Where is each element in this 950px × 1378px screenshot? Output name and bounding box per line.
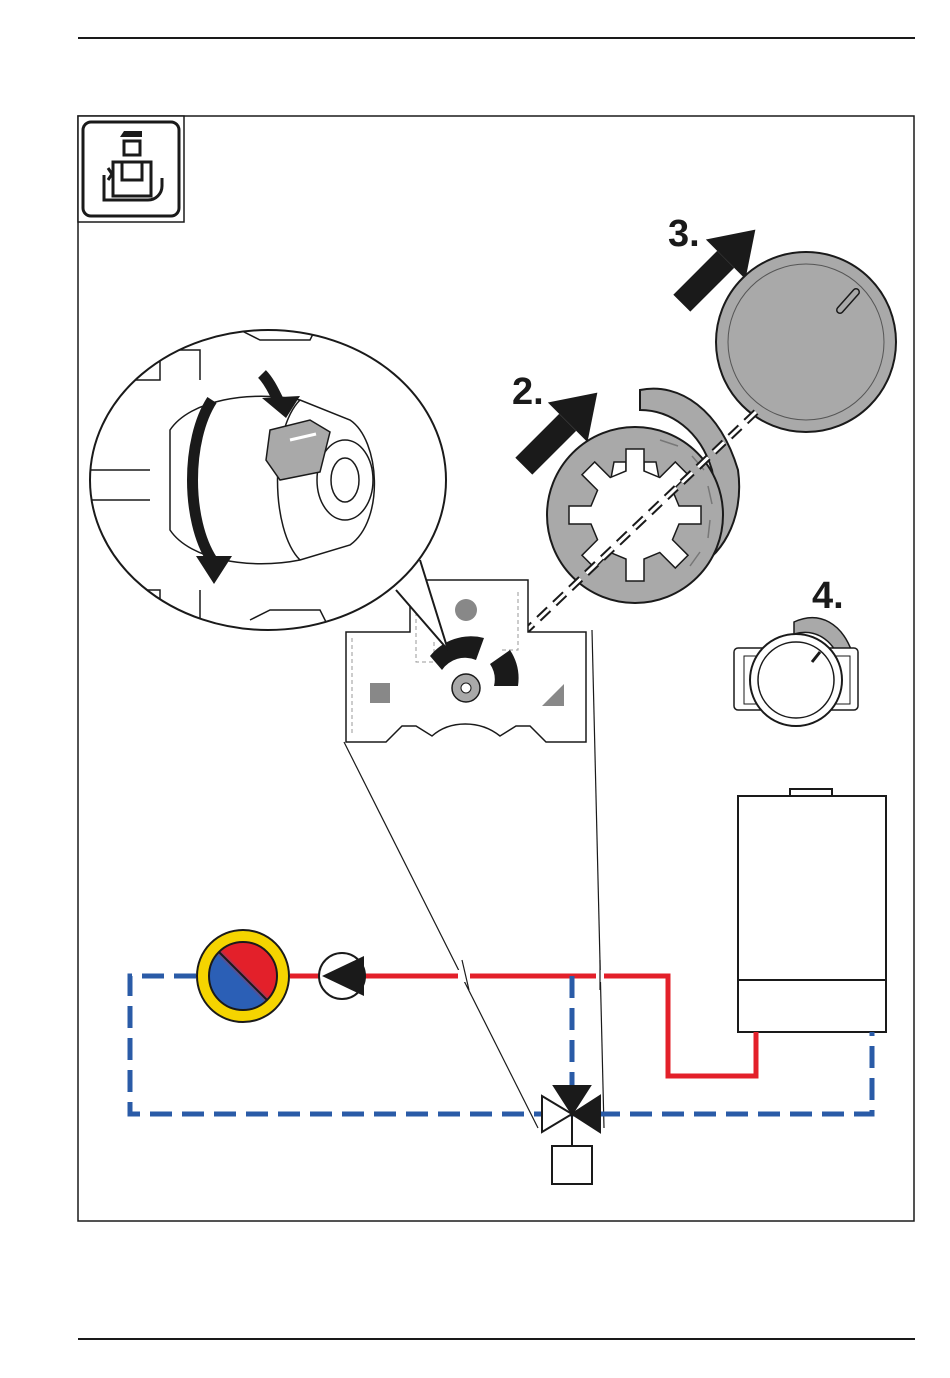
hot-water-cylinder-icon (197, 930, 289, 1022)
step-2-label: 2. (512, 371, 544, 413)
knob (716, 252, 896, 432)
pump-icon (319, 953, 365, 999)
step-3-label: 3. (668, 213, 700, 255)
installer-icon (78, 116, 184, 222)
step-4-label: 4. (812, 575, 844, 617)
three-way-valve-icon (542, 1086, 600, 1184)
leader-line-left (344, 742, 538, 1128)
leader-line-right (592, 630, 604, 1128)
assembled-knob (734, 618, 858, 726)
boiler-icon (738, 789, 886, 1032)
valve-actuator (346, 580, 586, 742)
detail-bubble (90, 320, 448, 650)
